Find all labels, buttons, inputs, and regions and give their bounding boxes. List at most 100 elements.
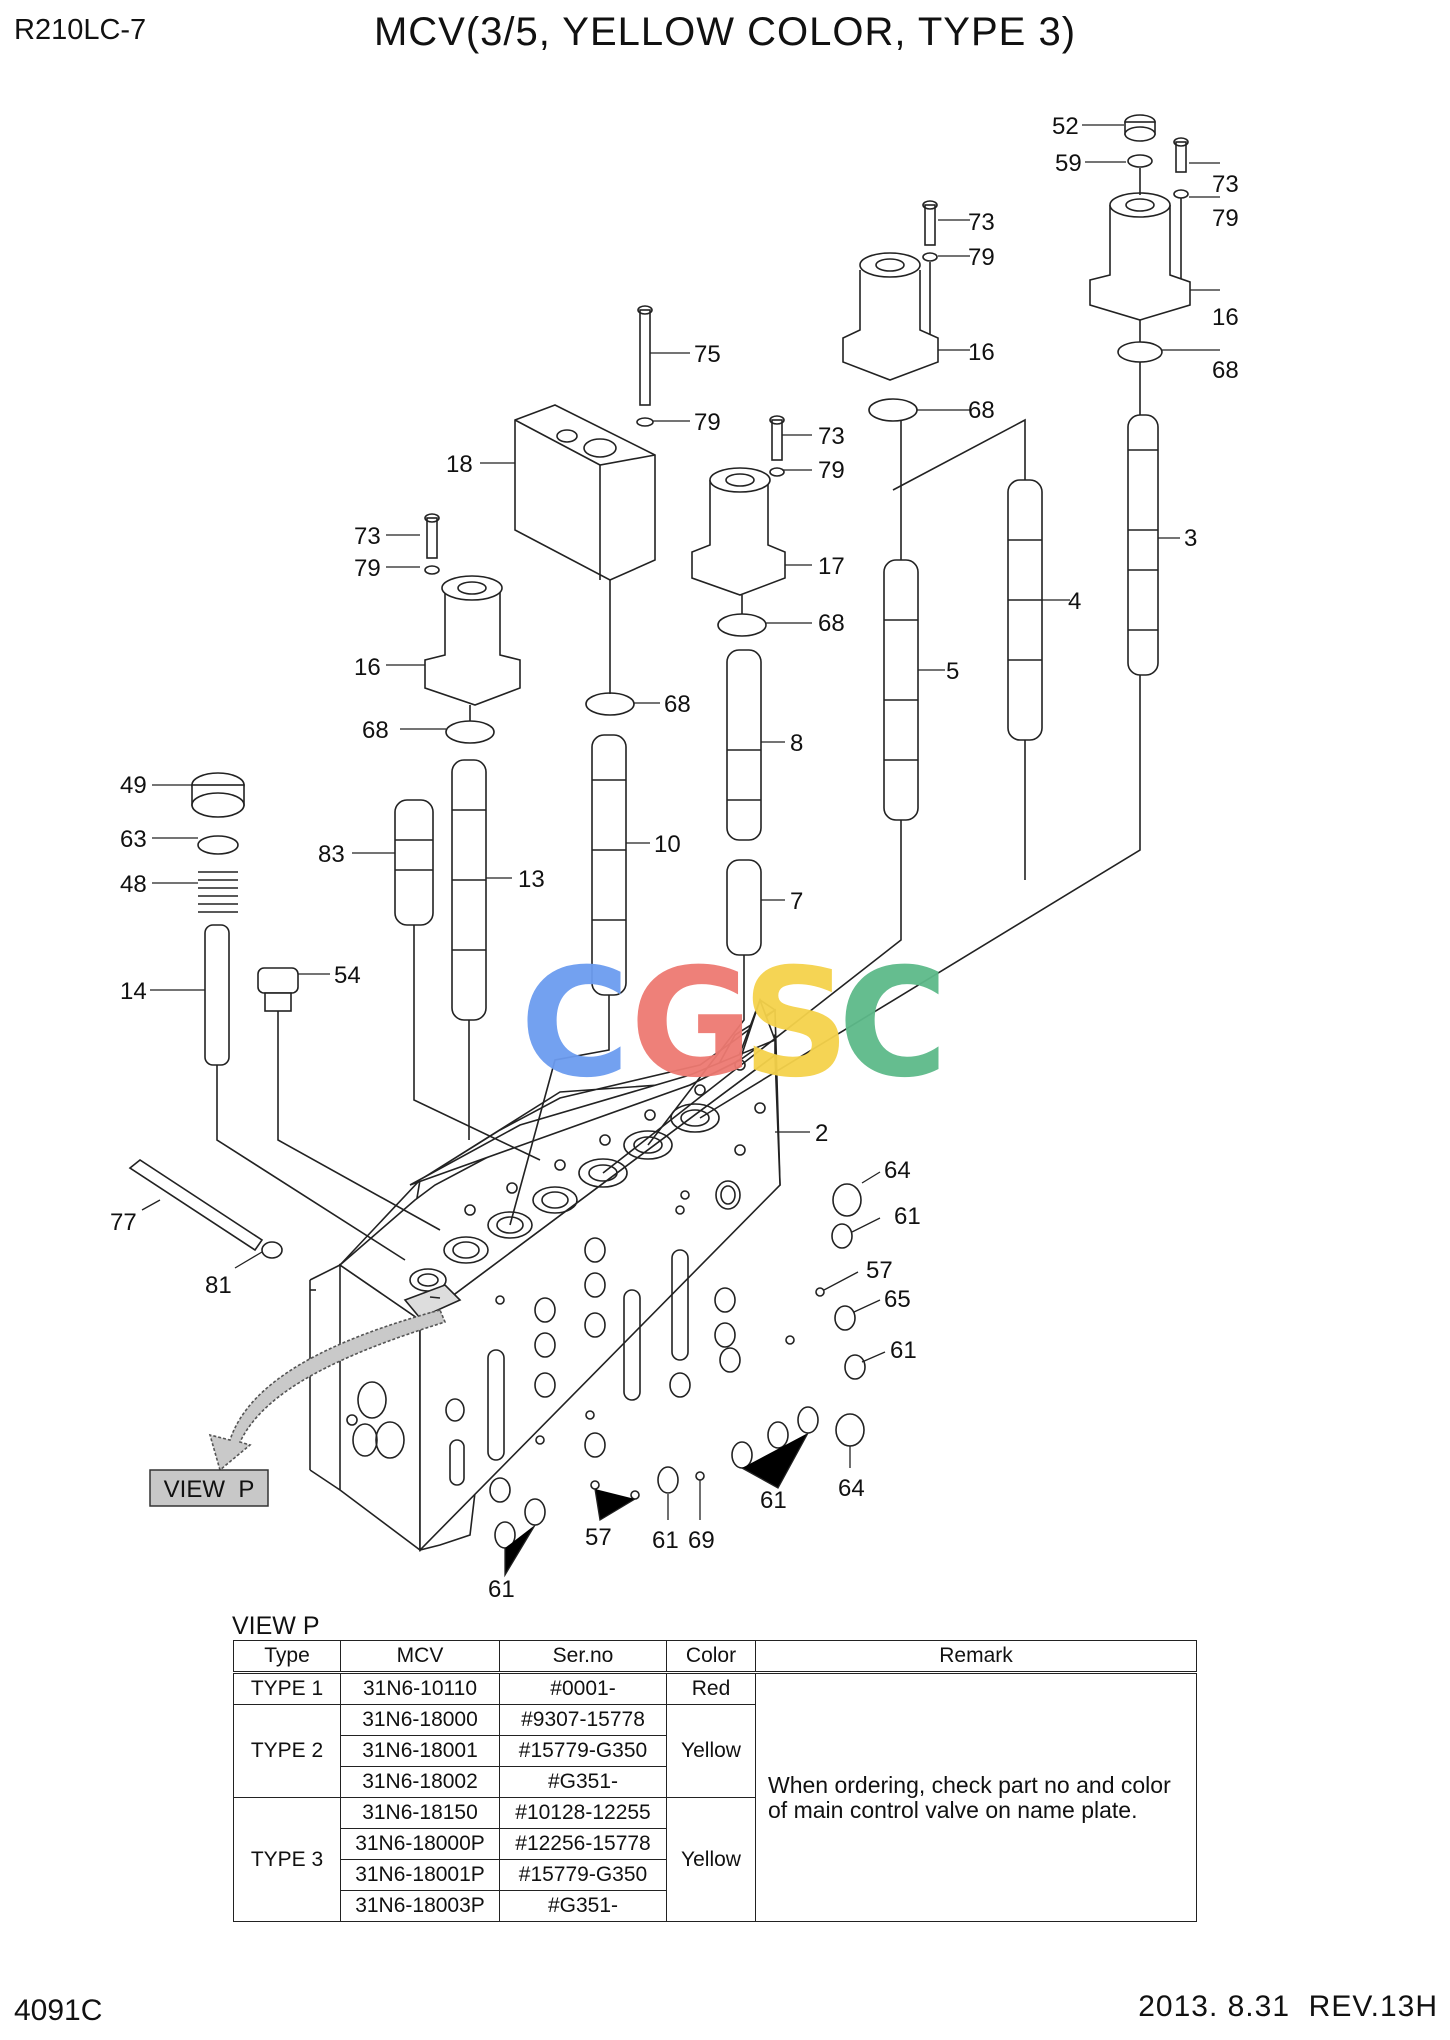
mcv-cell: 31N6-18000P [340,1828,500,1860]
callout-5: 5 [946,658,959,685]
callout-79: 79 [818,457,845,484]
callout-2: 2 [815,1120,828,1147]
callout-57: 57 [866,1257,893,1284]
watermark: C G S C [520,937,948,1111]
color-cell: Red [666,1672,756,1705]
callout-65: 65 [884,1286,911,1313]
table-row: TYPE 2 31N6-18000 #9307-15778 Yellow [233,1704,1197,1798]
view-p-box: VIEW P [149,1469,269,1507]
callout-16: 16 [354,654,381,681]
col-serno: Ser.no [499,1640,667,1673]
valve-body [309,997,795,1552]
callout-77: 77 [110,1209,137,1236]
callout-52: 52 [1052,113,1079,140]
callout-83: 83 [318,841,345,868]
callout-68: 68 [818,610,845,637]
callout-64: 64 [838,1475,865,1502]
callout-73: 73 [968,209,995,236]
mcv-cell: 31N6-18001 [340,1735,500,1767]
serno-cell: #9307-15778 [499,1704,667,1736]
callout-48: 48 [120,871,147,898]
col-color: Color [666,1640,756,1673]
callout-13: 13 [518,866,545,893]
table-row: 31N6-18003P #G351- [234,1890,1197,1922]
mcv-cell: 31N6-18003P [340,1890,500,1922]
mcv-cell: 31N6-18000 [340,1704,500,1736]
serno-cell: #10128-12255 [499,1797,667,1829]
callout-69: 69 [688,1527,715,1554]
callout-68: 68 [664,691,691,718]
callout-4: 4 [1068,588,1081,615]
serno-cell: #G351- [499,1766,667,1798]
table-row: TYPE 3 31N6-18150 #10128-12255 Yellow [233,1797,1197,1922]
callout-73: 73 [1212,171,1239,198]
page-code: 4091C [14,1994,103,2027]
callout-3: 3 [1184,525,1197,552]
callout-61: 61 [890,1337,917,1364]
callout-64: 64 [884,1157,911,1184]
mcv-cell: 31N6-18002 [340,1766,500,1798]
revision-date: 2013. 8.31 REV.13H [1138,1990,1438,2023]
serno-cell: #G351- [499,1890,667,1922]
callout-79: 79 [694,409,721,436]
col-remark: Remark [755,1640,1197,1673]
mcv-cell: 31N6-18001P [340,1859,500,1891]
exploded-parts-diagram: C G S C 52 59 73 [110,113,1239,1603]
type-cell: TYPE 1 [233,1672,341,1705]
page-title: MCV(3/5, YELLOW COLOR, TYPE 3) [373,10,1077,54]
table-row: TYPE 1 31N6-10110 #0001- Red When orderi… [233,1672,1197,1922]
callout-18: 18 [446,451,473,478]
callout-17: 17 [818,553,845,580]
callout-75: 75 [694,341,721,368]
callout-59: 59 [1055,150,1082,177]
table-row: 31N6-18000P #12256-15778 [234,1828,1197,1860]
mcv-cell: 31N6-10110 [340,1672,500,1705]
callout-73: 73 [818,423,845,450]
watermark-letter-3: S [742,937,850,1111]
col-type: Type [233,1640,341,1673]
table-row: 31N6-18001P #15779-G350 [234,1859,1197,1891]
mcv-cell: 31N6-18150 [340,1797,500,1829]
table-row: 31N6-18002 #G351- [234,1766,1197,1798]
callout-7: 7 [790,888,803,915]
callout-79: 79 [968,244,995,271]
callout-49: 49 [120,772,147,799]
callout-14: 14 [120,978,147,1005]
callout-57: 57 [585,1524,612,1551]
table-section-label: VIEW P [232,1612,320,1640]
callout-61: 61 [760,1487,787,1514]
parts-table: Type MCV Ser.no Color Remark TYPE 1 31N6… [233,1640,1197,1922]
callout-79: 79 [1212,205,1239,232]
callout-63: 63 [120,826,147,853]
serno-cell: #12256-15778 [499,1828,667,1860]
callout-61: 61 [488,1576,515,1603]
callout-61: 61 [652,1527,679,1554]
serno-cell: #0001- [499,1672,667,1705]
type-cell: TYPE 2 [233,1704,341,1798]
serno-cell: #15779-G350 [499,1735,667,1767]
callout-8: 8 [790,730,803,757]
serno-cell: #15779-G350 [499,1859,667,1891]
callout-16: 16 [1212,304,1239,331]
callout-10: 10 [654,831,681,858]
watermark-letter-4: C [838,937,948,1111]
color-cell: Yellow [666,1797,756,1922]
callout-68: 68 [362,717,389,744]
model-code: R210LC-7 [14,14,147,46]
col-mcv: MCV [340,1640,500,1673]
callout-73: 73 [354,523,381,550]
callout-68: 68 [1212,357,1239,384]
table-row: 31N6-18001 #15779-G350 [234,1735,1197,1767]
callout-79: 79 [354,555,381,582]
callout-81: 81 [205,1272,232,1299]
callout-54: 54 [334,962,361,989]
remark-cell: When ordering, check part no and color o… [755,1672,1197,1922]
watermark-letter-2: G [630,937,753,1111]
view-p-label: VIEW P [164,1476,255,1503]
type-cell: TYPE 3 [233,1797,341,1922]
color-cell: Yellow [666,1704,756,1798]
callout-16: 16 [968,339,995,366]
callout-68: 68 [968,397,995,424]
watermark-letter-1: C [520,937,630,1111]
table-header-row: Type MCV Ser.no Color Remark [233,1640,1197,1673]
